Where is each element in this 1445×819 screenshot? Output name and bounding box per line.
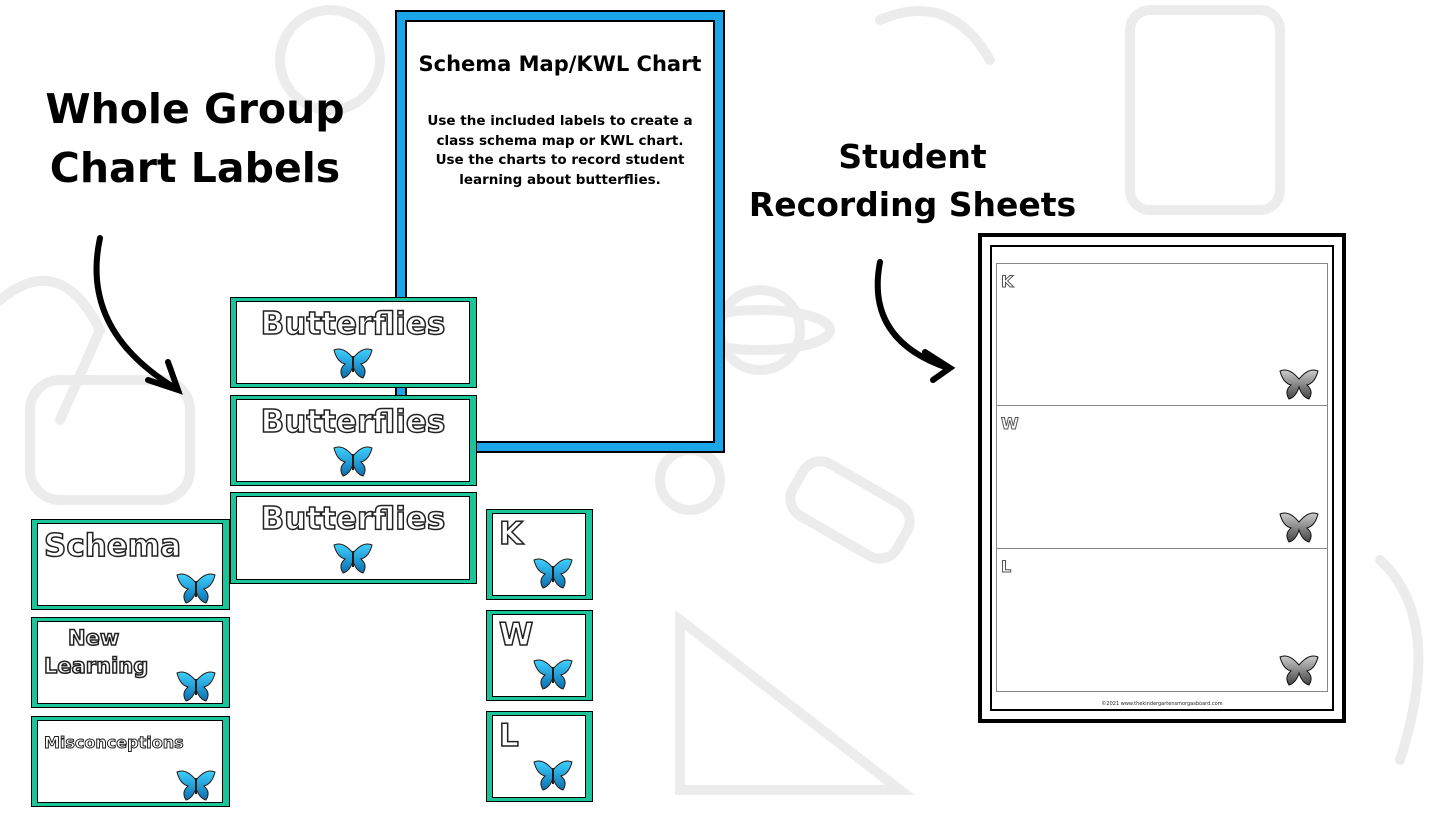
right-heading: Student Recording Sheets [730, 133, 1095, 229]
sheet-footer: ©2021 www.thekindergartensmorgasboard.co… [1101, 701, 1223, 707]
butterflies-label: Butterflies [230, 492, 477, 584]
left-heading-line1: Whole Group [45, 85, 345, 133]
arrow-left-icon [93, 235, 178, 391]
right-heading-line2: Recording Sheets [748, 184, 1077, 224]
butterfly-icon [533, 758, 573, 792]
label-text: Butterflies [260, 403, 446, 441]
sheet-section-k: K [996, 263, 1328, 406]
label-text: Butterflies [260, 500, 446, 538]
misconceptions-label: Misconceptions [31, 716, 230, 807]
info-card-body: Use the included labels to create a clas… [427, 113, 693, 188]
label-text: K [498, 515, 524, 553]
recording-sheet: K W L ©2021 www.thekindergartensmorgasbo… [978, 233, 1346, 723]
butterfly-icon [1279, 510, 1319, 544]
label-text: W [498, 616, 534, 654]
label-text: Learning [43, 653, 149, 679]
section-letter: W [1001, 414, 1020, 434]
info-card-title: Schema Map/KWL Chart [418, 52, 702, 76]
butterfly-icon [1279, 367, 1319, 401]
section-letter: K [1000, 272, 1014, 292]
arrow-right-icon [874, 259, 951, 371]
sheet-section-l: L [996, 549, 1328, 692]
left-heading: Whole Group Chart Labels [20, 80, 370, 199]
label-text: New [67, 625, 120, 651]
butterfly-icon [333, 541, 373, 575]
l-label: L [486, 711, 593, 802]
butterflies-label: Butterflies [230, 297, 477, 388]
butterfly-icon [1279, 653, 1319, 687]
right-heading-line1: Student [838, 137, 987, 176]
butterfly-icon [533, 556, 573, 590]
butterfly-icon [333, 346, 373, 380]
new-learning-label: New Learning [31, 617, 230, 708]
butterfly-icon [533, 657, 573, 691]
label-text: Schema [43, 527, 182, 565]
butterfly-icon [176, 571, 216, 605]
label-text: Butterflies [260, 305, 446, 343]
sheet-section-w: W [996, 406, 1328, 549]
k-label: K [486, 509, 593, 600]
w-label: W [486, 610, 593, 701]
label-text: L [498, 717, 519, 755]
butterfly-icon [333, 444, 373, 478]
label-text: Misconceptions [44, 733, 185, 753]
butterflies-label: Butterflies [230, 395, 477, 486]
schema-label: Schema [31, 519, 230, 610]
left-heading-line2: Chart Labels [49, 144, 341, 193]
butterfly-icon [176, 768, 216, 802]
section-letter: L [1000, 557, 1012, 577]
butterfly-icon [176, 669, 216, 703]
